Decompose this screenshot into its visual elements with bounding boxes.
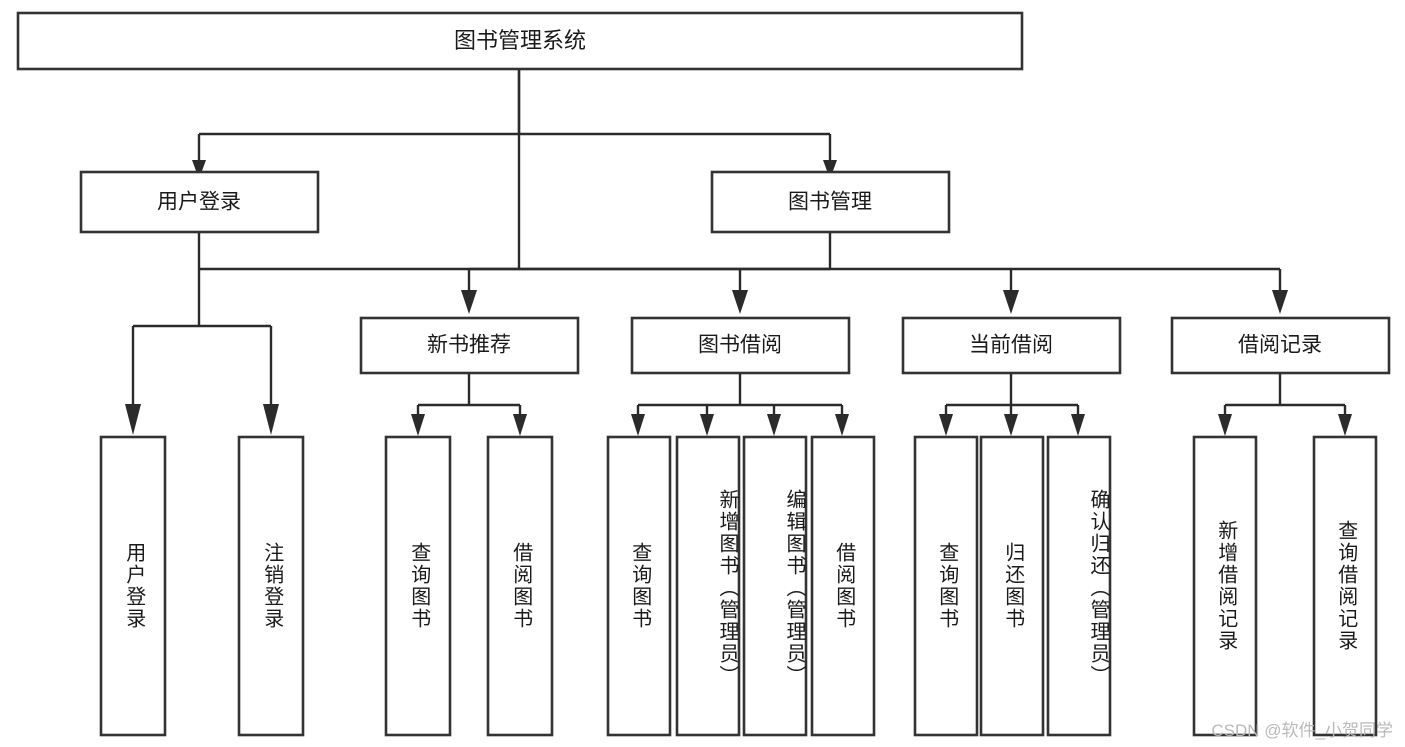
leaf-box-nb-query-book[interactable] [384,435,452,737]
node-root-label: 图书管理系统 [454,28,586,53]
node-current-borrow[interactable] [901,316,1122,375]
arrow-book-manage [823,160,837,179]
node-layer: 图书管理系统 用户登录 图书管理 新书推荐 图书借阅 当前借阅 借阅记录 [16,11,1391,737]
node-borrow-records-label: 借阅记录 [1238,334,1322,357]
connector-layer [125,69,1352,436]
arrow-current-borrow [1003,290,1019,314]
node-book-manage[interactable] [710,170,951,234]
arrow-cb-leaf1 [939,414,953,436]
arrow-cb-leaf3 [1071,414,1085,436]
arrow-bb-leaf4 [835,414,849,436]
arrow-book-borrow [732,290,748,314]
leaf-box-br-add-record[interactable] [1192,435,1258,737]
arrow-user-login [192,160,206,179]
leaf-box-bb-borrow-book[interactable] [810,435,876,737]
node-book-borrow-label: 图书借阅 [698,334,782,357]
node-user-login[interactable] [79,170,320,234]
arrow-bb-leaf2 [700,414,714,436]
arrow-nb-leaf2 [513,414,527,436]
leaf-box-nb-borrow-book[interactable] [486,435,554,737]
node-user-login-label: 用户登录 [157,191,241,214]
arrow-bb-leaf3 [767,414,781,436]
arrow-nb-leaf1 [411,414,425,436]
leaf-box-bb-edit-book[interactable] [742,435,808,737]
node-new-book-recommend[interactable] [359,316,580,375]
node-book-borrow[interactable] [630,316,851,375]
watermark-text: CSDN @软件_小贺同学 [1211,721,1393,740]
arrow-leaf-user-login [125,404,141,435]
arrow-br-leaf2 [1338,414,1352,436]
arrow-bb-leaf1 [631,414,645,436]
leaf-box-logout[interactable] [237,435,305,737]
leaf-box-br-query-record[interactable] [1312,435,1378,737]
arrow-leaf-logout [263,404,279,435]
arrow-cb-leaf2 [1004,414,1018,436]
node-new-book-recommend-label: 新书推荐 [427,334,511,357]
arrow-borrow-records [1272,290,1288,314]
leaf-box-bb-add-book[interactable] [675,435,741,737]
node-root[interactable] [16,11,1024,71]
node-book-manage-label: 图书管理 [788,191,872,214]
arrow-br-leaf1 [1218,414,1232,436]
leaf-box-cb-confirm-return[interactable] [1046,435,1112,737]
leaf-box-bb-query-book[interactable] [606,435,672,737]
node-borrow-records[interactable] [1170,316,1391,375]
leaf-box-cb-return-book[interactable] [979,435,1045,737]
leaf-box-user-login[interactable] [99,435,167,737]
arrow-new-book [461,290,477,314]
node-current-borrow-label: 当前借阅 [969,334,1053,357]
leaf-box-cb-query-book[interactable] [913,435,979,737]
